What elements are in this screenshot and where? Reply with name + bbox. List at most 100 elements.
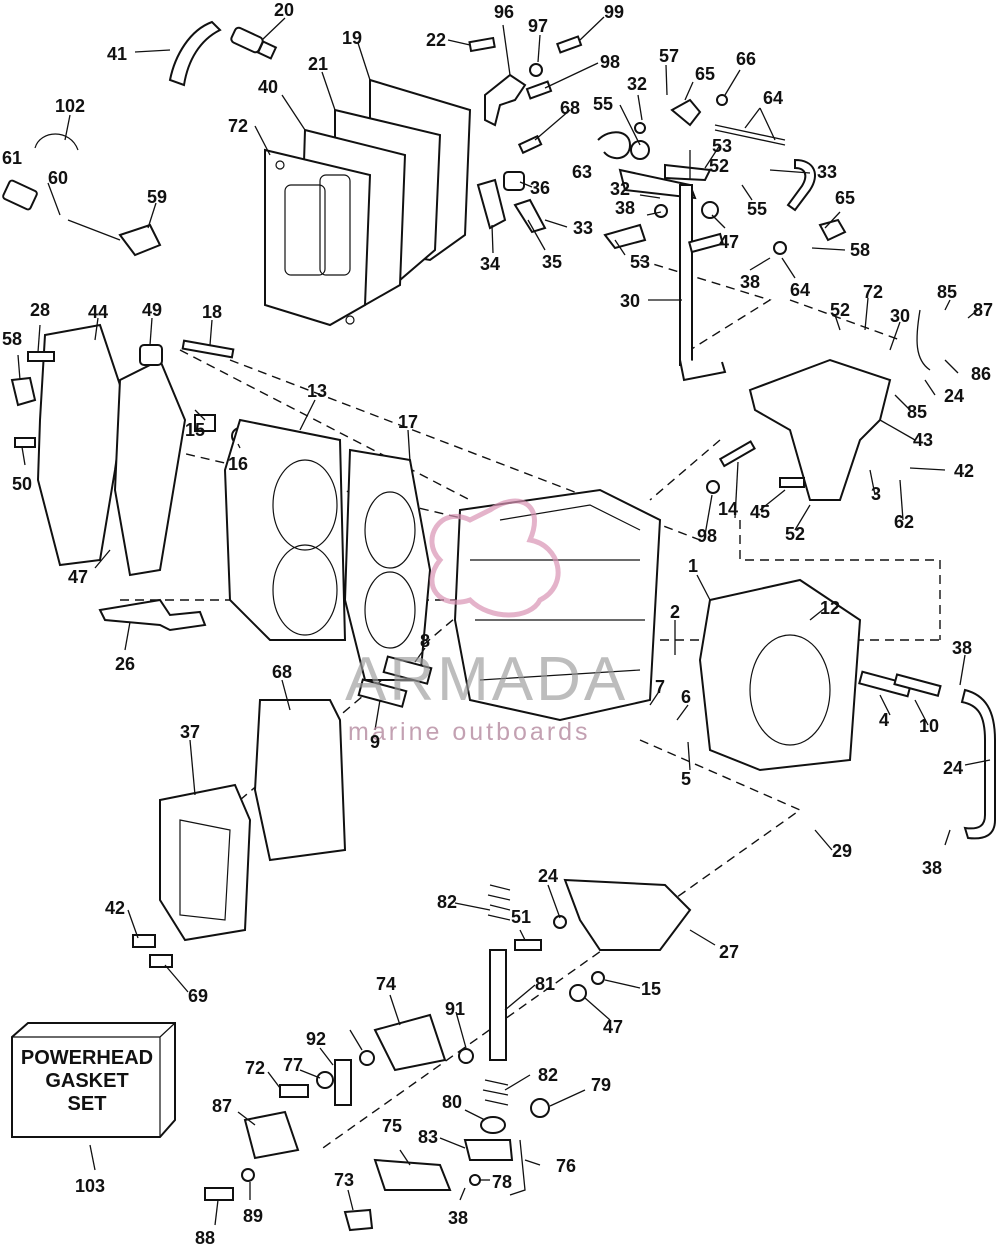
callout-label: 55 [593, 94, 613, 114]
callout-label: 82 [437, 892, 457, 912]
callout-label: 97 [528, 16, 548, 36]
callout-label: 44 [88, 302, 108, 322]
callout-label: 103 [75, 1176, 105, 1196]
cup-83 [480, 1116, 506, 1134]
callout-label: 88 [195, 1228, 215, 1245]
callout-label: 20 [274, 0, 294, 20]
callout-label: 29 [832, 841, 852, 861]
callout-label: 49 [142, 300, 162, 320]
pin-8 [382, 655, 433, 685]
callout-label: 3 [871, 484, 881, 504]
callout-label: 19 [342, 28, 362, 48]
callout-label: 69 [188, 986, 208, 1006]
callout-label: 98 [600, 52, 620, 72]
callout-label: 8 [420, 631, 430, 651]
callout-label: 72 [245, 1058, 265, 1078]
callout-label: 102 [55, 96, 85, 116]
callout-label: 9 [370, 732, 380, 752]
nut-97 [529, 63, 543, 77]
block-91 [243, 1110, 300, 1160]
callout-label: 15 [641, 979, 661, 999]
callout-label: 74 [376, 974, 396, 994]
cylinder-head-13 [223, 418, 347, 641]
washer-100 [706, 480, 720, 494]
callout-label: 32 [627, 74, 647, 94]
screw-69 [716, 94, 728, 106]
bracket-78 [373, 1013, 447, 1072]
callout-label: 73 [334, 1170, 354, 1190]
callout-label: 30 [890, 306, 910, 326]
watermark-tagline: marine outboards [348, 718, 591, 746]
callout-label: 26 [115, 654, 135, 674]
callout-label: 80 [442, 1092, 462, 1112]
callout-label: 52 [830, 300, 850, 320]
callout-label: 17 [398, 412, 418, 432]
gasket-71 [253, 699, 347, 862]
callout-label: 91 [445, 999, 465, 1019]
bracket-36 [513, 198, 547, 234]
callout-label: 24 [944, 386, 964, 406]
screw-98 [525, 80, 553, 100]
throttle-linkage [597, 98, 727, 382]
callout-label: 6 [681, 687, 691, 707]
callout-label: 85 [907, 402, 927, 422]
callout-label: 38 [952, 638, 972, 658]
rod-79 [509, 1139, 526, 1196]
bracket-45 [748, 358, 892, 501]
wire-25 [916, 309, 931, 371]
gasket-box-line3: SET [68, 1093, 107, 1115]
callout-label: 32 [610, 179, 630, 199]
callout-label: 75 [382, 1116, 402, 1136]
screw-14 [718, 440, 756, 468]
callout-label: 57 [659, 46, 679, 66]
screw-29 [27, 351, 55, 362]
callout-label: 10 [919, 716, 939, 736]
callout-label: 51 [511, 907, 531, 927]
screw-43 [132, 934, 156, 948]
plate-95 [334, 1059, 352, 1106]
callout-label: 82 [538, 1065, 558, 1085]
callout-label: 27 [719, 942, 739, 962]
callout-label: 5 [681, 769, 691, 789]
callout-label: 30 [620, 291, 640, 311]
callout-label: 83 [418, 1127, 438, 1147]
cap-51 [139, 344, 163, 366]
watermark: ARMADA marine outboards [345, 498, 625, 746]
sensor-63 [2, 179, 38, 211]
bolt-19 [181, 339, 235, 359]
crankcase-1 [698, 578, 862, 772]
callout-label: 34 [480, 254, 500, 274]
bracket-28 [563, 878, 692, 951]
bracket-96 [484, 73, 527, 127]
callout-label: 89 [243, 1206, 263, 1226]
callout-label: 78 [492, 1172, 512, 1192]
callout-label: 98 [697, 526, 717, 546]
callout-label: 33 [817, 162, 837, 182]
callout-label: 59 [147, 187, 167, 207]
callout-label: 65 [695, 64, 715, 84]
watermark-logo-icon [429, 498, 561, 618]
callout-label: 50 [12, 474, 32, 494]
callout-label: 21 [308, 54, 328, 74]
callout-label: 53 [630, 252, 650, 272]
screw-75 [343, 1208, 374, 1232]
gasket-box-line2: GASKET [45, 1070, 128, 1092]
callout-label: 58 [850, 240, 870, 260]
callout-label: 58 [2, 329, 22, 349]
screw-52 [14, 437, 36, 448]
screw-53 [514, 939, 542, 951]
callout-label: 65 [835, 188, 855, 208]
callout-label: 52 [709, 156, 729, 176]
callout-label: 55 [747, 199, 767, 219]
washer-26 [553, 915, 567, 929]
callout-label: 13 [307, 381, 327, 401]
callout-label: 28 [30, 300, 50, 320]
callout-label: 52 [785, 524, 805, 544]
callout-label: 72 [228, 116, 248, 136]
callout-label: 4 [879, 710, 889, 730]
fitting-21 [230, 26, 278, 60]
callout-label: 38 [615, 198, 635, 218]
callout-label: 33 [573, 218, 593, 238]
callout-label: 87 [212, 1096, 232, 1116]
bolt-10 [893, 673, 942, 698]
